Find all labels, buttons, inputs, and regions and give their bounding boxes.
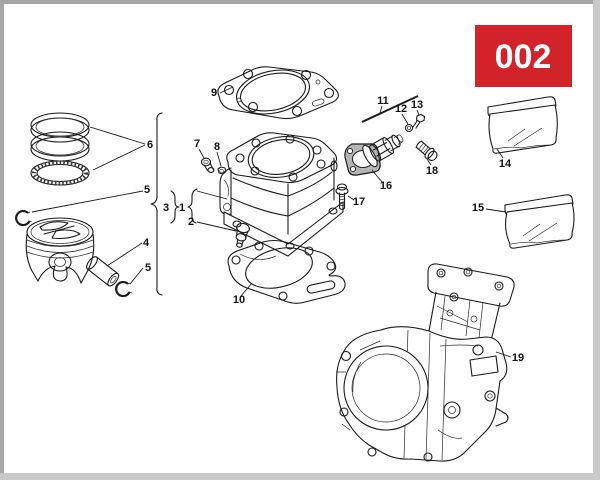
part-7-bolt — [200, 157, 215, 173]
part-17-bolt — [335, 183, 349, 211]
part-14-bag — [487, 96, 558, 154]
part-15-bag — [504, 194, 575, 249]
frame-top — [0, 0, 600, 4]
part-cylinder — [219, 132, 344, 260]
part-label-7: 7 — [194, 138, 200, 150]
part-18-bolt — [415, 140, 438, 162]
part-label-8: 8 — [214, 141, 220, 153]
part-10-base-gasket — [227, 239, 346, 304]
part-12-washer — [404, 123, 414, 133]
group-braces — [150, 112, 237, 296]
part-label-5a: 5 — [144, 184, 150, 196]
part-4-piston-pin — [86, 256, 120, 287]
part-label-6: 6 — [147, 139, 153, 151]
part-label-14: 14 — [499, 158, 512, 170]
part-label-1: 1 — [179, 202, 185, 214]
part-2-fitting — [235, 222, 250, 248]
part-label-3: 3 — [163, 202, 169, 214]
part-13-bolt — [412, 113, 426, 129]
part-label-18: 18 — [426, 165, 438, 177]
part-piston — [25, 217, 95, 284]
part-8-nut — [217, 166, 227, 175]
part-label-2: 2 — [188, 216, 194, 228]
page-number-text: 002 — [495, 38, 552, 76]
part-label-13: 13 — [411, 99, 423, 111]
frame-bottom — [0, 473, 600, 480]
part-9-head-gasket — [217, 66, 339, 120]
part-label-15: 15 — [472, 202, 484, 214]
part-label-10: 10 — [233, 294, 245, 306]
part-label-9: 9 — [211, 87, 217, 99]
part-label-19: 19 — [512, 352, 524, 364]
part-5-circlip-left — [15, 210, 32, 227]
part-6-oil-ring — [30, 160, 90, 186]
part-label-11: 11 — [377, 95, 389, 107]
frame-left — [0, 0, 4, 480]
part-19-engine — [336, 263, 515, 462]
part-5-circlip-right — [115, 281, 132, 298]
part-label-5b: 5 — [145, 262, 151, 274]
page-number-badge: 002 — [475, 25, 572, 87]
frame-right — [593, 0, 600, 480]
part-label-17: 17 — [353, 196, 365, 208]
part-label-4: 4 — [143, 237, 150, 249]
part-label-16: 16 — [380, 180, 392, 192]
part-label-12: 12 — [395, 103, 407, 115]
part-6-piston-rings — [30, 112, 90, 162]
